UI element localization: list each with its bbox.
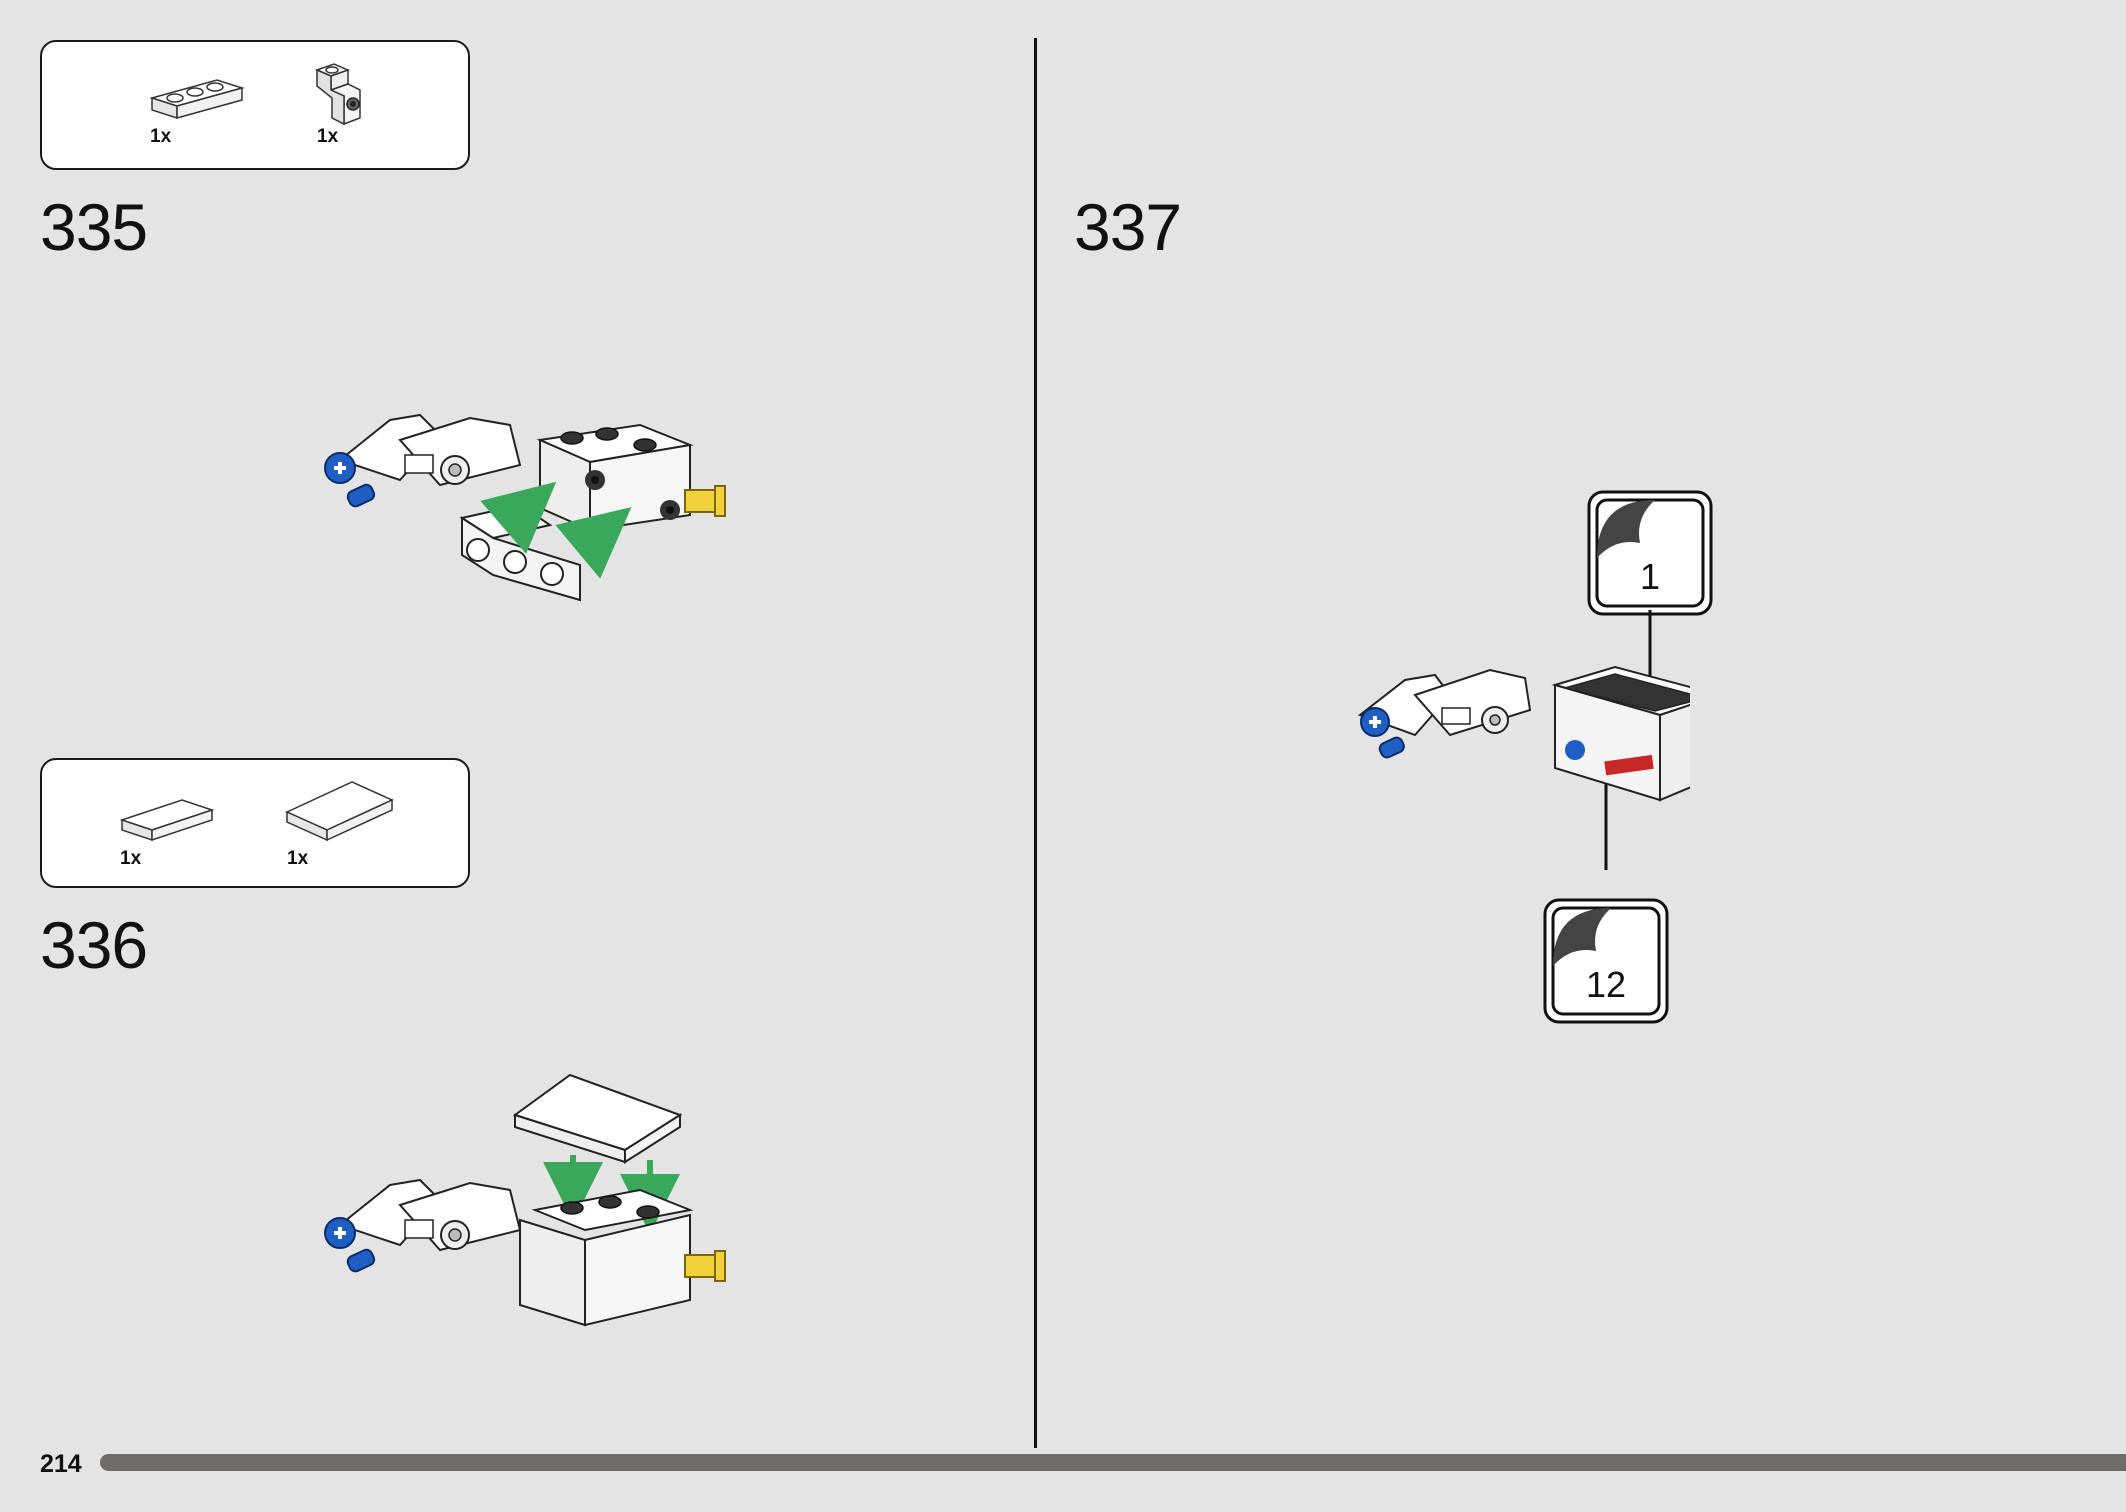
sticker-icon <box>1553 908 1611 966</box>
sticker-icon <box>1597 500 1655 558</box>
insert-arrow <box>480 481 557 554</box>
step-number-336: 336 <box>40 908 148 982</box>
sticker-callout-12 <box>1543 898 1669 1024</box>
progress-bar <box>100 1454 2126 1471</box>
part-qty-bracket: 1x <box>317 126 339 147</box>
parts-list-336: 1x 1x <box>40 758 470 888</box>
parts-list-335-images <box>149 63 361 126</box>
part-tile-1x2-image <box>119 799 215 842</box>
sticker-applied-top <box>1562 673 1690 712</box>
insert-arrow <box>555 507 632 579</box>
technic-blue-pin <box>1360 707 1405 759</box>
page-divider <box>1034 38 1037 1448</box>
part-plate-1x3-image <box>149 79 245 120</box>
sticker-callout-1 <box>1587 490 1713 616</box>
technic-blue-pin <box>324 452 376 508</box>
yellow-axle <box>684 485 726 517</box>
step-number-337: 337 <box>1074 190 1182 264</box>
parts-list-336-images <box>119 781 394 842</box>
part-bracket-image <box>314 63 361 126</box>
page-number: 214 <box>40 1450 82 1478</box>
parts-list-335: 1x 1x <box>40 40 470 170</box>
step-number-335: 335 <box>40 190 148 264</box>
nasa-logo-icon <box>1565 740 1585 760</box>
step-337-model <box>1357 610 1690 870</box>
sticker-label-12: 12 <box>1585 964 1627 1005</box>
jpl-logo-icon <box>1604 754 1654 776</box>
part-tile-2x3-image <box>285 781 394 842</box>
yellow-axle <box>684 1250 726 1282</box>
part-qty-tile-small: 1x <box>120 848 142 869</box>
sticker-label-1: 1 <box>1639 556 1661 597</box>
step-335-model <box>324 413 726 602</box>
part-qty-plate: 1x <box>150 126 172 147</box>
technic-blue-pin <box>324 1217 376 1273</box>
part-qty-tile-large: 1x <box>287 848 309 869</box>
step-336-model <box>324 1073 726 1327</box>
